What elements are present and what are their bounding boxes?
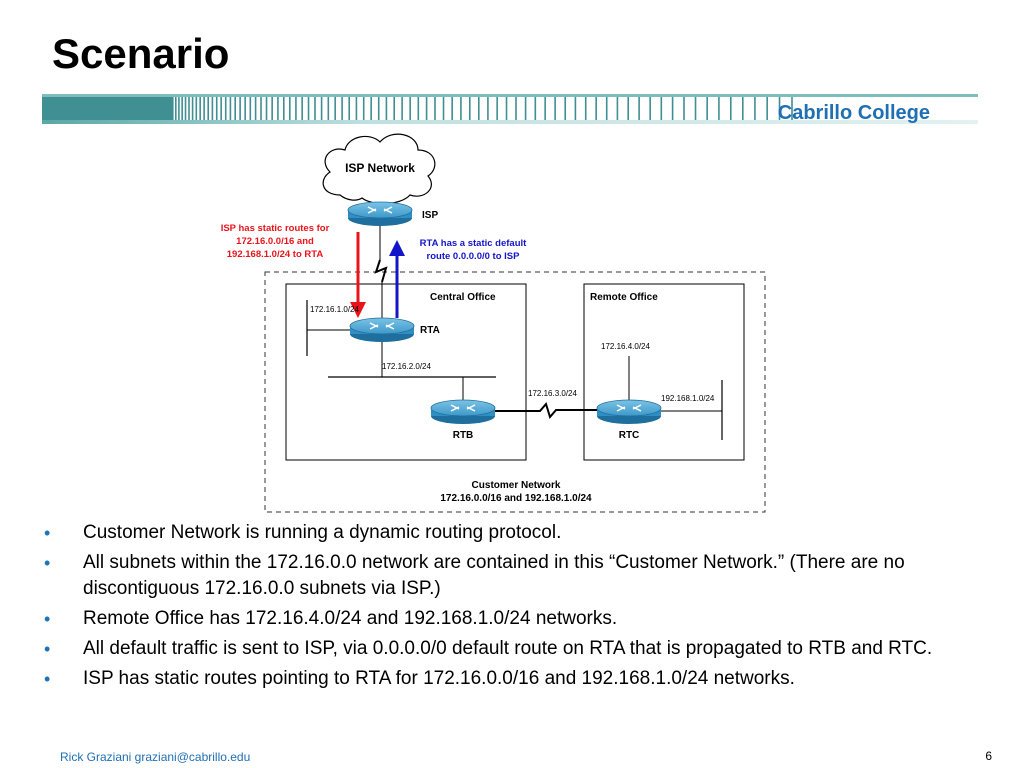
central-office-label: Central Office (430, 292, 496, 303)
svg-text:route 0.0.0.0/0 to ISP: route 0.0.0.0/0 to ISP (427, 251, 521, 262)
customer-network-boundary (264, 271, 766, 513)
net-label-rta-lan: 172.16.1.0/24 (310, 305, 359, 314)
net-label-remote-lan2: 192.168.1.0/24 (661, 394, 715, 403)
bullet-item: •All default traffic is sent to ISP, via… (44, 636, 974, 662)
bullet-icon: • (44, 639, 51, 659)
net-label-serial: 172.16.3.0/24 (528, 389, 577, 398)
bullet-item: •ISP has static routes pointing to RTA f… (44, 666, 974, 692)
bullet-icon: • (44, 553, 51, 573)
rta-default-route-note: RTA has a static default route 0.0.0.0/0… (420, 238, 527, 262)
isp-cloud: ISP Network (322, 133, 436, 205)
rtc-router (596, 399, 662, 424)
isp-static-route-note: ISP has static routes for 172.16.0.0/16 … (221, 223, 330, 260)
footer-author: Rick Graziani graziani@cabrillo.edu (60, 750, 251, 764)
bullet-icon: • (44, 609, 51, 629)
banner-stripe (42, 94, 978, 124)
svg-text:172.16.0.0/16 and 192.168.1.0/: 172.16.0.0/16 and 192.168.1.0/24 (440, 493, 592, 504)
bullet-item: •Customer Network is running a dynamic r… (44, 520, 974, 546)
svg-text:RTA has a static default: RTA has a static default (420, 238, 527, 249)
brand-logo-text: Cabrillo College (777, 102, 930, 124)
svg-text:ISP has static routes for: ISP has static routes for (221, 223, 330, 234)
isp-router-label: ISP (422, 210, 438, 221)
svg-text:192.168.1.0/24 to RTA: 192.168.1.0/24 to RTA (227, 249, 324, 260)
central-office-box (285, 283, 527, 461)
rtb-router-label: RTB (453, 430, 474, 441)
bullet-list: •Customer Network is running a dynamic r… (44, 520, 974, 696)
remote-office-label: Remote Office (590, 292, 658, 303)
rta-router-label: RTA (420, 325, 440, 336)
rtc-router-label: RTC (619, 430, 640, 441)
isp-cloud-label: ISP Network (345, 161, 415, 175)
rtb-router (430, 399, 496, 424)
bullet-item: •All subnets within the 172.16.0.0 netwo… (44, 552, 905, 599)
customer-network-label: Customer Network 172.16.0.0/16 and 192.1… (440, 480, 592, 504)
page-number: 6 (985, 749, 992, 763)
svg-text:172.16.0.0/16 and: 172.16.0.0/16 and (236, 236, 314, 247)
bullet-icon: • (44, 523, 51, 543)
net-label-remote-lan1: 172.16.4.0/24 (601, 342, 650, 351)
bullet-item: •Remote Office has 172.16.4.0/24 and 192… (44, 606, 974, 632)
net-label-central-lan: 172.16.2.0/24 (382, 362, 431, 371)
rta-router (349, 317, 415, 342)
svg-text:Customer Network: Customer Network (472, 480, 561, 491)
remote-office-box (583, 283, 745, 461)
isp-router (347, 201, 413, 226)
bullet-icon: • (44, 669, 51, 689)
slide-title: Scenario (52, 30, 230, 77)
